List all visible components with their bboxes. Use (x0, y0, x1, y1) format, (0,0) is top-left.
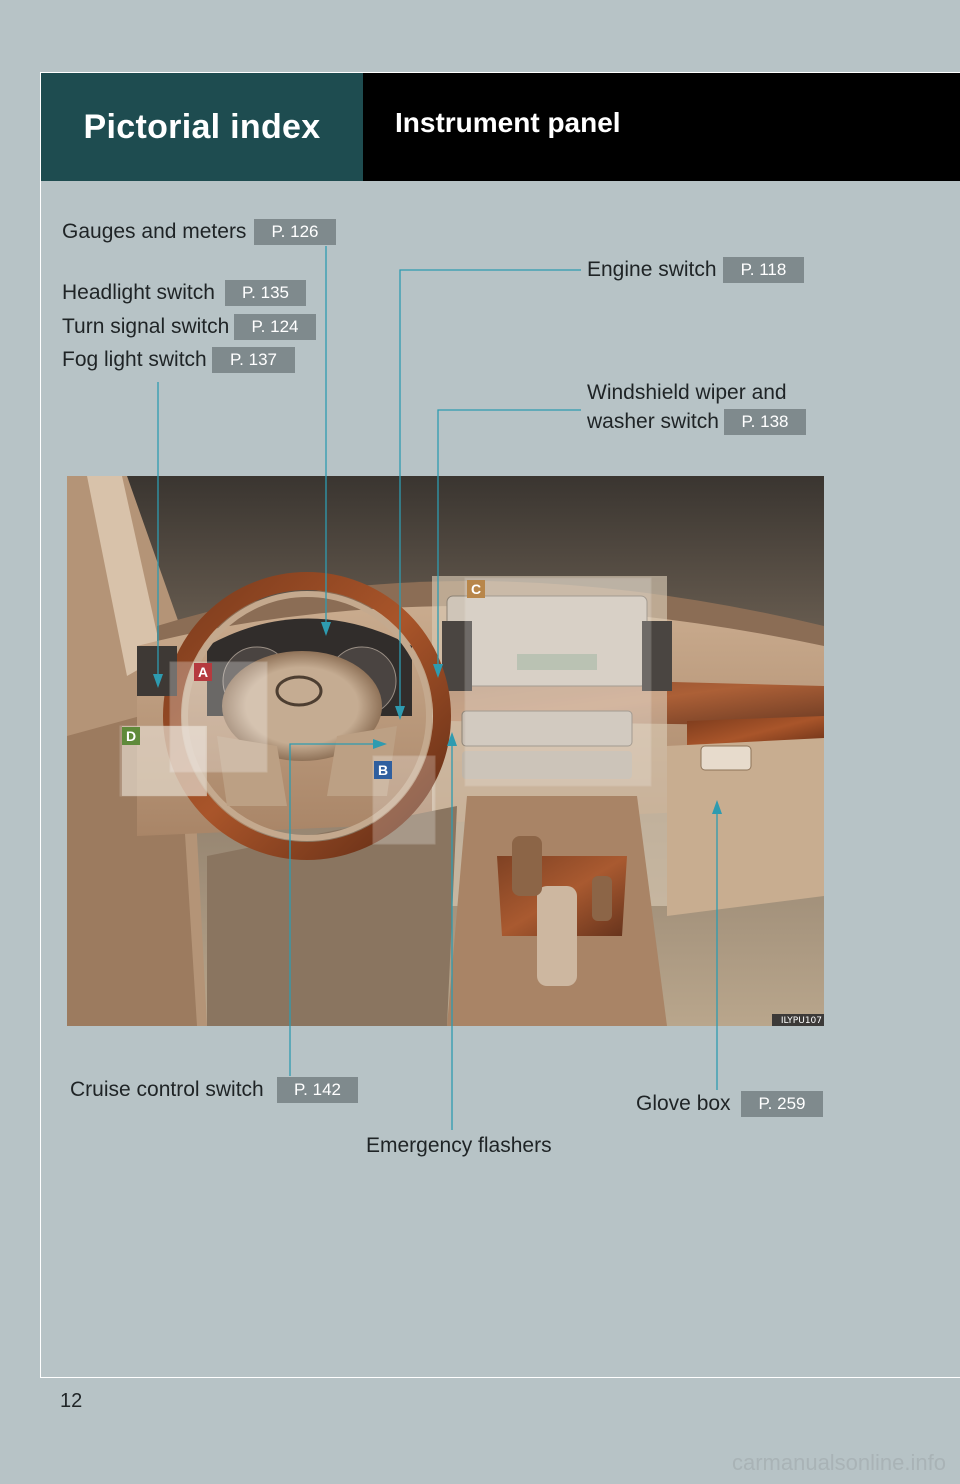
wiper-page-badge[interactable]: P. 138 (724, 409, 806, 435)
gauges-page-badge[interactable]: P. 126 (254, 219, 336, 245)
instrument-panel-illustration: A B C D ILYPU107 (67, 476, 824, 1026)
cruise-control-label: Cruise control switch (70, 1078, 264, 1101)
gauges-label: Gauges and meters (62, 220, 247, 243)
dashboard-drawing (67, 476, 824, 1026)
wiper-label-line2: washer switch (587, 410, 719, 433)
cruise-control-page-badge[interactable]: P. 142 (277, 1077, 358, 1103)
fog-light-label: Fog light switch (62, 348, 207, 371)
page-header: Instrument panel (363, 73, 960, 181)
emergency-flashers-label: Emergency flashers (366, 1134, 552, 1157)
marker-a: A (194, 663, 212, 681)
glove-box-page-badge[interactable]: P. 259 (741, 1091, 823, 1117)
turn-signal-page-badge[interactable]: P. 124 (234, 314, 316, 340)
section-header: Pictorial index (41, 73, 363, 181)
section-title: Pictorial index (83, 107, 321, 146)
image-code: ILYPU107 (780, 1016, 822, 1026)
watermark: carmanualsonline.info (731, 1450, 946, 1475)
page-title: Instrument panel (395, 107, 621, 138)
turn-signal-label: Turn signal switch (62, 315, 230, 338)
engine-switch-page-badge[interactable]: P. 118 (723, 257, 804, 283)
fog-light-page-badge[interactable]: P. 137 (212, 347, 295, 373)
engine-switch-label: Engine switch (587, 258, 717, 281)
glove-box-label: Glove box (636, 1092, 731, 1115)
headlight-page-badge[interactable]: P. 135 (225, 280, 306, 306)
page-number: 12 (60, 1390, 83, 1412)
headlight-label: Headlight switch (62, 281, 215, 304)
page-frame (40, 72, 960, 1378)
marker-d: D (122, 727, 140, 745)
marker-c: C (467, 580, 485, 598)
marker-b: B (374, 761, 392, 779)
wiper-label-line1: Windshield wiper and (587, 381, 787, 404)
